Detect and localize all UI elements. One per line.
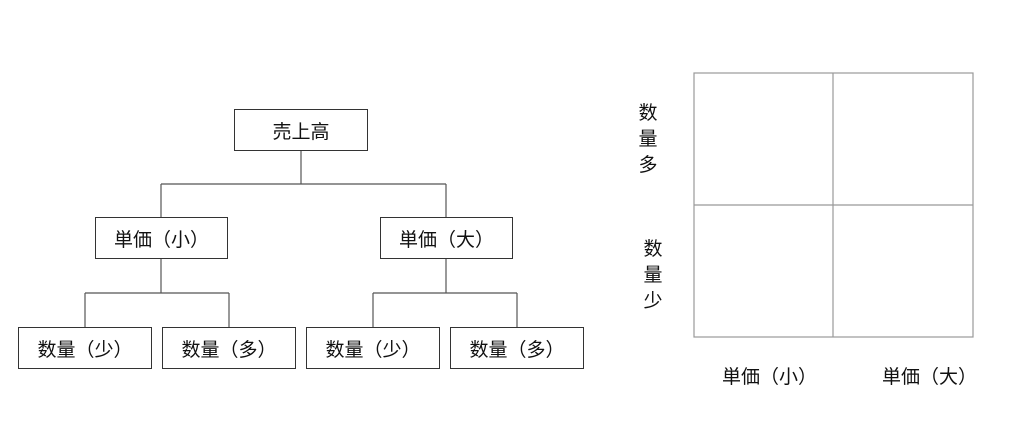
node-unit-price-small-label: 単価（小） (113, 228, 209, 251)
node-quantity-2-label: 数量（多） (181, 338, 277, 361)
node-quantity-1: 数量（少） (18, 327, 152, 369)
node-quantity-1-label: 数量（少） (37, 338, 133, 361)
node-sales: 売上高 (234, 109, 368, 151)
node-quantity-3-label: 数量（少） (325, 338, 421, 361)
node-quantity-2: 数量（多） (162, 327, 296, 369)
matrix-y-label-top: 数 量 多 (638, 102, 658, 176)
node-unit-price-small: 単価（小） (95, 217, 228, 259)
matrix-y-label-bottom: 数 量 少 (643, 238, 663, 312)
matrix-grid (693, 72, 974, 338)
node-quantity-3: 数量（少） (306, 327, 440, 369)
node-sales-label: 売上高 (272, 120, 330, 143)
tree-connectors (84, 151, 518, 327)
node-unit-price-large: 単価（大） (380, 217, 513, 259)
node-unit-price-large-label: 単価（大） (398, 228, 494, 251)
matrix-x-label-left: 単価（小） (722, 366, 818, 388)
node-quantity-4-label: 数量（多） (469, 338, 565, 361)
node-quantity-4: 数量（多） (450, 327, 584, 369)
matrix-x-label-right: 単価（大） (882, 366, 978, 388)
